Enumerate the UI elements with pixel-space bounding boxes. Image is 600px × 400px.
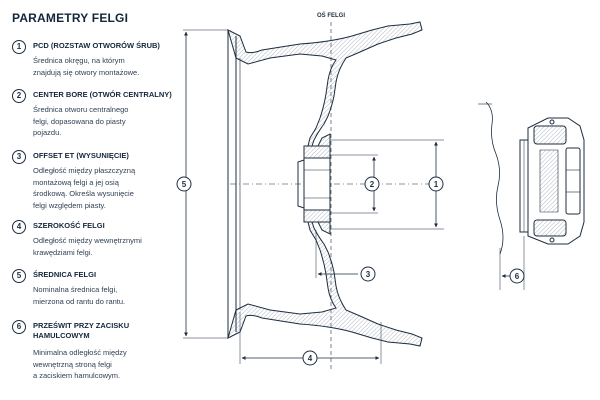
legend-badge-6: 6 [12,320,26,334]
dimension-badge-2 [364,176,380,192]
caliper-detail [478,101,585,255]
legend-badge-5: 5 [12,269,26,283]
dimension-badge-4 [302,350,318,366]
legend-badge-4: 4 [12,220,26,234]
legend-desc-6-line-3: a zaciskiem hamulcowym. [33,371,121,380]
legend-desc-2-line-3: pojazdu. [33,128,62,137]
dimension-badge-5-label: 5 [182,180,187,189]
legend-title-3: OFFSET ET (WYSUNIĘCIE) [33,151,129,160]
rim-axis-label: OŚ FELGI [317,12,345,19]
legend-title-6-line-2: HAMULCOWYM [33,331,90,340]
legend-desc-3-line-1: Odległość między płaszczyzną [33,166,136,175]
dimension-badge-1 [428,176,444,192]
legend-badge-1: 1 [12,40,26,54]
dimension-badge-3-label: 3 [366,270,371,279]
legend-desc-4-line-2: krawędziami felgi. [33,247,93,257]
legend-desc-1-line-1: Średnica okręgu, na którym [33,56,125,65]
dimension-badge-4-label: 4 [308,354,313,363]
legend-desc-4-line-1: Odległość między wewnętrznymi [33,236,142,245]
legend-desc-3-line-4: felgi względem piasty. [33,200,106,210]
dimension-badge-6-label: 6 [515,272,520,281]
legend-title-1: PCD (ROZSTAW OTWORÓW ŚRUB) [33,41,160,50]
dimension-badge-5 [176,176,192,192]
legend-desc-2-line-2: felgi, dopasowana do piasty [33,116,126,126]
legend-title-6: PRZEŚWIT PRZY ZACISKU [33,321,130,330]
legend-desc-6-line-1: Minimalna odległość między [33,348,127,357]
hub-disc [297,145,331,223]
rim-section-lower [227,209,423,347]
dimension-badge-2-label: 2 [370,180,375,189]
rim-outline [227,30,241,338]
dimension-1-pcd [330,139,444,230]
legend-desc-2-line-1: Średnica otworu centralnego [33,105,129,114]
legend-badge-2: 2 [12,89,26,103]
dimension-badge-3 [360,266,376,282]
page-title: PARAMETRY FELGI [12,11,129,25]
dimension-badge-6 [509,268,525,284]
legend-title-2: CENTER BORE (OTWÓR CENTRALNY) [33,90,172,99]
legend-desc-3-line-2: montażową felgi a jej osią [33,177,119,187]
rim-section-upper [227,21,423,159]
legend-desc-5-line-2: mierzona od rantu do rantu. [33,296,126,306]
legend-desc-1-line-2: znajdują się otwory montażowe. [33,67,140,77]
dimension-badge-1-label: 1 [434,180,439,189]
dimension-3-offset [315,230,358,278]
legend-desc-6-line-2: wewnętrzną stroną felgi [33,359,112,369]
legend-title-5: ŚREDNICA FELGI [33,270,97,279]
legend-desc-5-line-1: Nominalna średnica felgi, [33,285,118,294]
legend-badge-3: 3 [12,150,26,164]
legend-desc-3-line-3: środkową. Określa wysunięcie [33,189,134,198]
legend-title-4: SZEROKOŚĆ FELGI [33,221,105,230]
